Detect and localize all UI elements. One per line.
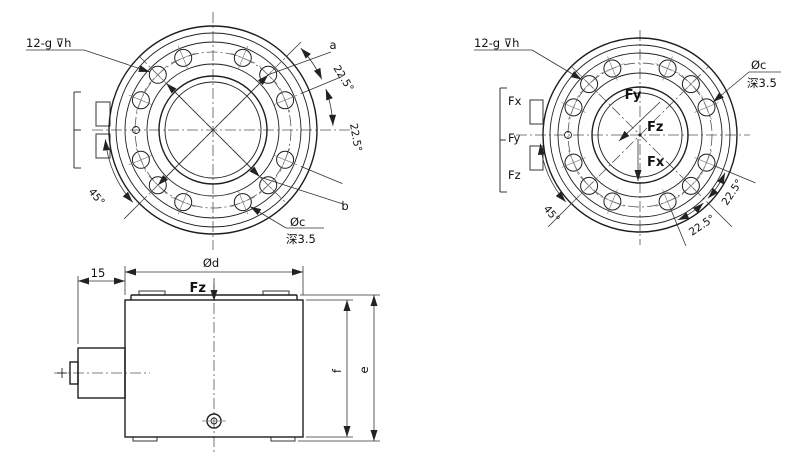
dim-a-label: a (329, 38, 336, 52)
connector-tip (69, 361, 79, 385)
front-bolt-note: 12-g ⊽h (26, 36, 71, 50)
axes-labels: 12-g ⊽h Øc 深3.5 Fy Fz Fx Fx Fy Fz 45° 22… (474, 36, 777, 238)
outer-rim (108, 25, 318, 235)
front-angle-225-2: 22.5° (347, 122, 364, 152)
pin-hole (132, 126, 140, 134)
center-point (638, 133, 642, 137)
front-hole-dia: Øc (290, 215, 305, 229)
fy-arrow (618, 101, 661, 142)
axes-hole-depth: 深3.5 (747, 76, 777, 90)
bottom-foot (132, 436, 158, 442)
side-body (57, 290, 304, 442)
dim-b-label: b (341, 199, 348, 213)
pin-hole (564, 131, 572, 139)
front-centerlines (92, 12, 352, 250)
front-view: 12-g ⊽h a b 22.5° 22.5° 45° Øc 深3.5 (26, 12, 364, 250)
axes-circles (542, 37, 738, 233)
height-e-label: e (357, 366, 371, 373)
front-labels: 12-g ⊽h a b 22.5° 22.5° 45° Øc 深3.5 (26, 36, 364, 246)
axes-view: 12-g ⊽h Øc 深3.5 Fy Fz Fx Fx Fy Fz 45° 22… (474, 30, 781, 247)
force-z-label: Fz (647, 120, 663, 135)
height-f-label: f (330, 368, 344, 373)
axes-angle-225-2: 22.5° (720, 177, 746, 207)
side-dimensions (77, 266, 380, 442)
front-hole-depth: 深3.5 (286, 232, 316, 246)
top-boss (138, 290, 166, 296)
bottom-foot (270, 436, 296, 442)
connector-width-label: 15 (91, 266, 106, 280)
bolt-circle-centerline (134, 51, 292, 209)
side-view: 15 Ød Fz f e (54, 256, 380, 452)
axes-bolt-note: 12-g ⊽h (474, 36, 519, 50)
wire-label-fz: Fz (508, 168, 521, 182)
center-bore (591, 86, 689, 184)
front-angle-45: 45° (86, 186, 107, 208)
axes-hole-dia: Øc (751, 58, 766, 72)
force-y-label: Fy (625, 88, 642, 103)
side-force-z-label: Fz (190, 281, 206, 296)
force-arrows (618, 101, 661, 181)
front-angle-225-1: 22.5° (330, 63, 355, 94)
side-labels: 15 Ød Fz f e (91, 256, 371, 374)
force-x-label: Fx (647, 155, 665, 170)
axes-dimensions (474, 49, 781, 247)
axes-angle-45: 45° (541, 203, 562, 225)
dia-d-label: Ød (203, 256, 219, 270)
front-dimensions (26, 41, 344, 229)
axes-connector-tabs (499, 87, 544, 193)
outer-rim (542, 37, 738, 233)
wire-label-fx: Fx (508, 94, 522, 108)
bolt-circle-centerline (567, 62, 713, 208)
top-boss (262, 290, 290, 296)
wire-label-fy: Fy (508, 131, 521, 145)
